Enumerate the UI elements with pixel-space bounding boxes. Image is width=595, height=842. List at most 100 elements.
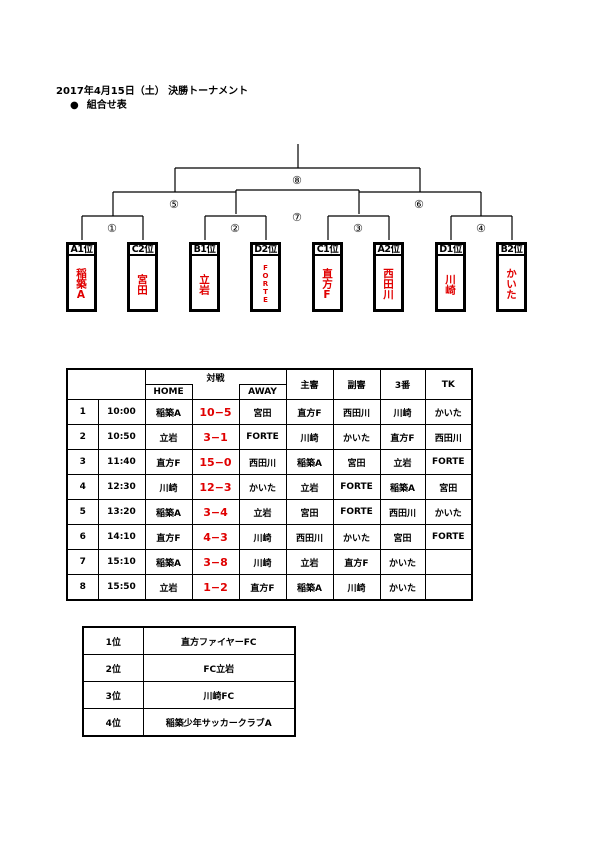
cell-score: 3−4 <box>191 499 240 525</box>
cell-score: 15−0 <box>191 449 240 475</box>
cell-fourth: 立岩 <box>379 449 426 475</box>
team-seed: D1位 <box>435 242 466 256</box>
cell-away: 川崎 <box>238 524 287 550</box>
cell-fourth: 宮田 <box>379 524 426 550</box>
cell-time: 15:50 <box>97 574 146 601</box>
team-box: B2位 かいた <box>496 242 527 312</box>
cell-referee: 宮田 <box>285 499 334 525</box>
cell-away: 立岩 <box>238 499 287 525</box>
cell-referee: 直方F <box>285 399 334 425</box>
tk-header: TK <box>424 368 473 400</box>
cell-referee: 西田川 <box>285 524 334 550</box>
cell-assistant: かいた <box>332 424 381 450</box>
blank-header-cell <box>66 368 146 400</box>
team-seed: C1位 <box>312 242 343 256</box>
team-name: FORTE <box>261 264 270 304</box>
assistant-header: 副審 <box>332 368 381 400</box>
team-seed: A2位 <box>373 242 404 256</box>
cell-tk: かいた <box>424 499 473 525</box>
team-name: 宮田 <box>136 273 148 295</box>
ranking-place: 2位 <box>82 654 144 682</box>
cell-no: 8 <box>66 574 99 601</box>
cell-tk: 西田川 <box>424 424 473 450</box>
cell-tk <box>424 574 473 601</box>
cell-fourth: かいた <box>379 549 426 575</box>
team-name: 立岩 <box>198 273 210 295</box>
cell-referee: 稲築A <box>285 574 334 601</box>
team-box: B1位 立岩 <box>189 242 220 312</box>
team-box: A2位 西田川 <box>373 242 404 312</box>
cell-referee: 川崎 <box>285 424 334 450</box>
cell-no: 3 <box>66 449 99 475</box>
match-header: 対戦 <box>144 368 287 385</box>
ranking-row: 4位稲築少年サッカークラブA <box>82 708 296 737</box>
cell-home: 稲築A <box>144 549 193 575</box>
cell-assistant: FORTE <box>332 499 381 525</box>
cell-fourth: 川崎 <box>379 399 426 425</box>
cell-score: 3−8 <box>191 549 240 575</box>
cell-time: 13:20 <box>97 499 146 525</box>
match-number-1: ① <box>107 222 117 235</box>
match-number-7: ⑦ <box>292 211 302 224</box>
page-title: 2017年4月15日（土） 決勝トーナメント <box>56 86 249 97</box>
cell-no: 5 <box>66 499 99 525</box>
cell-home: 直方F <box>144 449 193 475</box>
cell-tk: FORTE <box>424 449 473 475</box>
ranking-row: 3位川崎FC <box>82 681 296 709</box>
cell-away: 宮田 <box>238 399 287 425</box>
cell-assistant: 宮田 <box>332 449 381 475</box>
team-seed: B1位 <box>189 242 220 256</box>
team-box: C2位 宮田 <box>127 242 158 312</box>
cell-no: 6 <box>66 524 99 550</box>
fourth-header: 3番 <box>379 368 426 400</box>
ranking-team: 稲築少年サッカークラブA <box>142 708 296 737</box>
cell-assistant: 西田川 <box>332 399 381 425</box>
cell-assistant: 川崎 <box>332 574 381 601</box>
team-name: かいた <box>505 268 517 300</box>
match-number-2: ② <box>230 222 240 235</box>
match-number-6: ⑥ <box>414 198 424 211</box>
team-box: D2位 FORTE <box>250 242 281 312</box>
cell-home: 川崎 <box>144 474 193 500</box>
cell-referee: 立岩 <box>285 549 334 575</box>
ranking-team: 川崎FC <box>142 681 296 709</box>
match-number-3: ③ <box>353 222 363 235</box>
cell-no: 4 <box>66 474 99 500</box>
cell-away: かいた <box>238 474 287 500</box>
cell-home: 立岩 <box>144 574 193 601</box>
ranking-place: 4位 <box>82 708 144 737</box>
match-number-4: ④ <box>476 222 486 235</box>
cell-score: 3−1 <box>191 424 240 450</box>
cell-home: 稲築A <box>144 399 193 425</box>
cell-away: 直方F <box>238 574 287 601</box>
team-seed: B2位 <box>496 242 527 256</box>
cell-time: 12:30 <box>97 474 146 500</box>
cell-fourth: 稲築A <box>379 474 426 500</box>
cell-no: 7 <box>66 549 99 575</box>
cell-time: 10:00 <box>97 399 146 425</box>
team-seed: D2位 <box>250 242 281 256</box>
cell-tk <box>424 549 473 575</box>
team-seed: A1位 <box>66 242 97 256</box>
ranking-place: 3位 <box>82 681 144 709</box>
cell-tk: かいた <box>424 399 473 425</box>
team-box: A1位 稲築A <box>66 242 97 312</box>
ranking-place: 1位 <box>82 626 144 655</box>
ranking-team: FC立岩 <box>142 654 296 682</box>
cell-fourth: かいた <box>379 574 426 601</box>
cell-score: 10−5 <box>191 399 240 425</box>
cell-time: 10:50 <box>97 424 146 450</box>
cell-home: 立岩 <box>144 424 193 450</box>
team-name: 川崎 <box>444 273 456 295</box>
team-name: 稲築A <box>75 267 87 301</box>
match-number-5: ⑤ <box>169 198 179 211</box>
